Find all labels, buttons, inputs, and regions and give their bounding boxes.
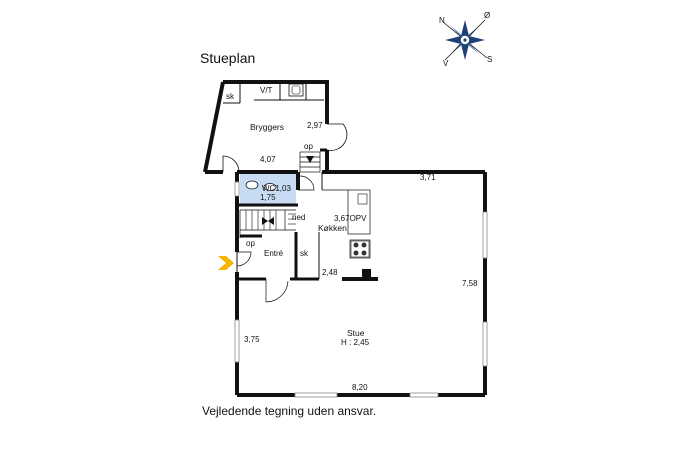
stove-icon: [350, 240, 370, 258]
stue-height: H : 2,45: [341, 338, 370, 347]
wc-sink-icon: [263, 183, 277, 191]
compass-east: Ø: [484, 11, 490, 20]
stairs-up-label: op: [304, 142, 313, 151]
bryggers-label: Bryggers: [250, 122, 284, 132]
compass-north: N: [439, 16, 445, 25]
wc-door: [298, 175, 315, 191]
stue-label: Stue: [347, 328, 365, 338]
entre-sk-label: sk: [300, 249, 309, 258]
disclaimer-text: Vejledende tegning uden ansvar.: [202, 404, 377, 418]
bryggers-dim-bottom: 4,07: [260, 155, 276, 164]
compass-west: V: [443, 59, 449, 68]
kokken-dim-value: 3,67: [334, 214, 350, 223]
stairs-up-entry-label: op: [246, 239, 255, 248]
wc-width: 1,75: [260, 193, 276, 202]
entre-inner-door: [265, 279, 289, 303]
entry-arrow-icon: [218, 256, 234, 270]
windows: [234, 181, 488, 398]
toilet-icon: [245, 180, 259, 190]
stue-dim-right: 7,58: [462, 279, 478, 288]
bryggers-inner-door: [222, 155, 240, 173]
entry-door: [236, 251, 252, 267]
kitchen-sink-icon: [357, 193, 368, 205]
stue-dim-left: 3,75: [244, 335, 260, 344]
chimney: [362, 269, 371, 279]
wc-label: WC1,03: [262, 184, 291, 193]
compass-rose-icon: N Ø S V: [439, 11, 492, 68]
kokken-walls: [321, 172, 371, 259]
stairs-arrow-down-icon: [306, 156, 314, 163]
bryggers-vt-label: V/T: [260, 86, 273, 95]
stue-dim-bottom: 8,20: [352, 383, 368, 392]
kokken-opv: OPV: [350, 214, 368, 223]
bryggers-sk-label: sk: [226, 92, 235, 101]
wc-label-name: WC: [262, 184, 276, 193]
bryggers-dim-right: 2,97: [307, 121, 323, 130]
kokken-dim-bottom: 2,48: [322, 268, 338, 277]
compass-south: S: [487, 55, 492, 64]
entre-label: Entré: [264, 249, 284, 258]
inner-stairs: [239, 209, 296, 238]
stairs-down-label: ned: [292, 213, 305, 222]
bryggers-door: [326, 123, 348, 151]
stairs-arrow-icon: [262, 217, 268, 225]
plan-title: Stueplan: [200, 50, 256, 66]
kokken-label: Køkken: [318, 223, 347, 233]
stue-dim-top: 3,71: [420, 173, 436, 182]
wc-label-area: 1,03: [275, 184, 291, 193]
stairs-arrow-tail-icon: [268, 217, 274, 225]
kokken-dim-height: 3,67OPV: [334, 214, 367, 223]
